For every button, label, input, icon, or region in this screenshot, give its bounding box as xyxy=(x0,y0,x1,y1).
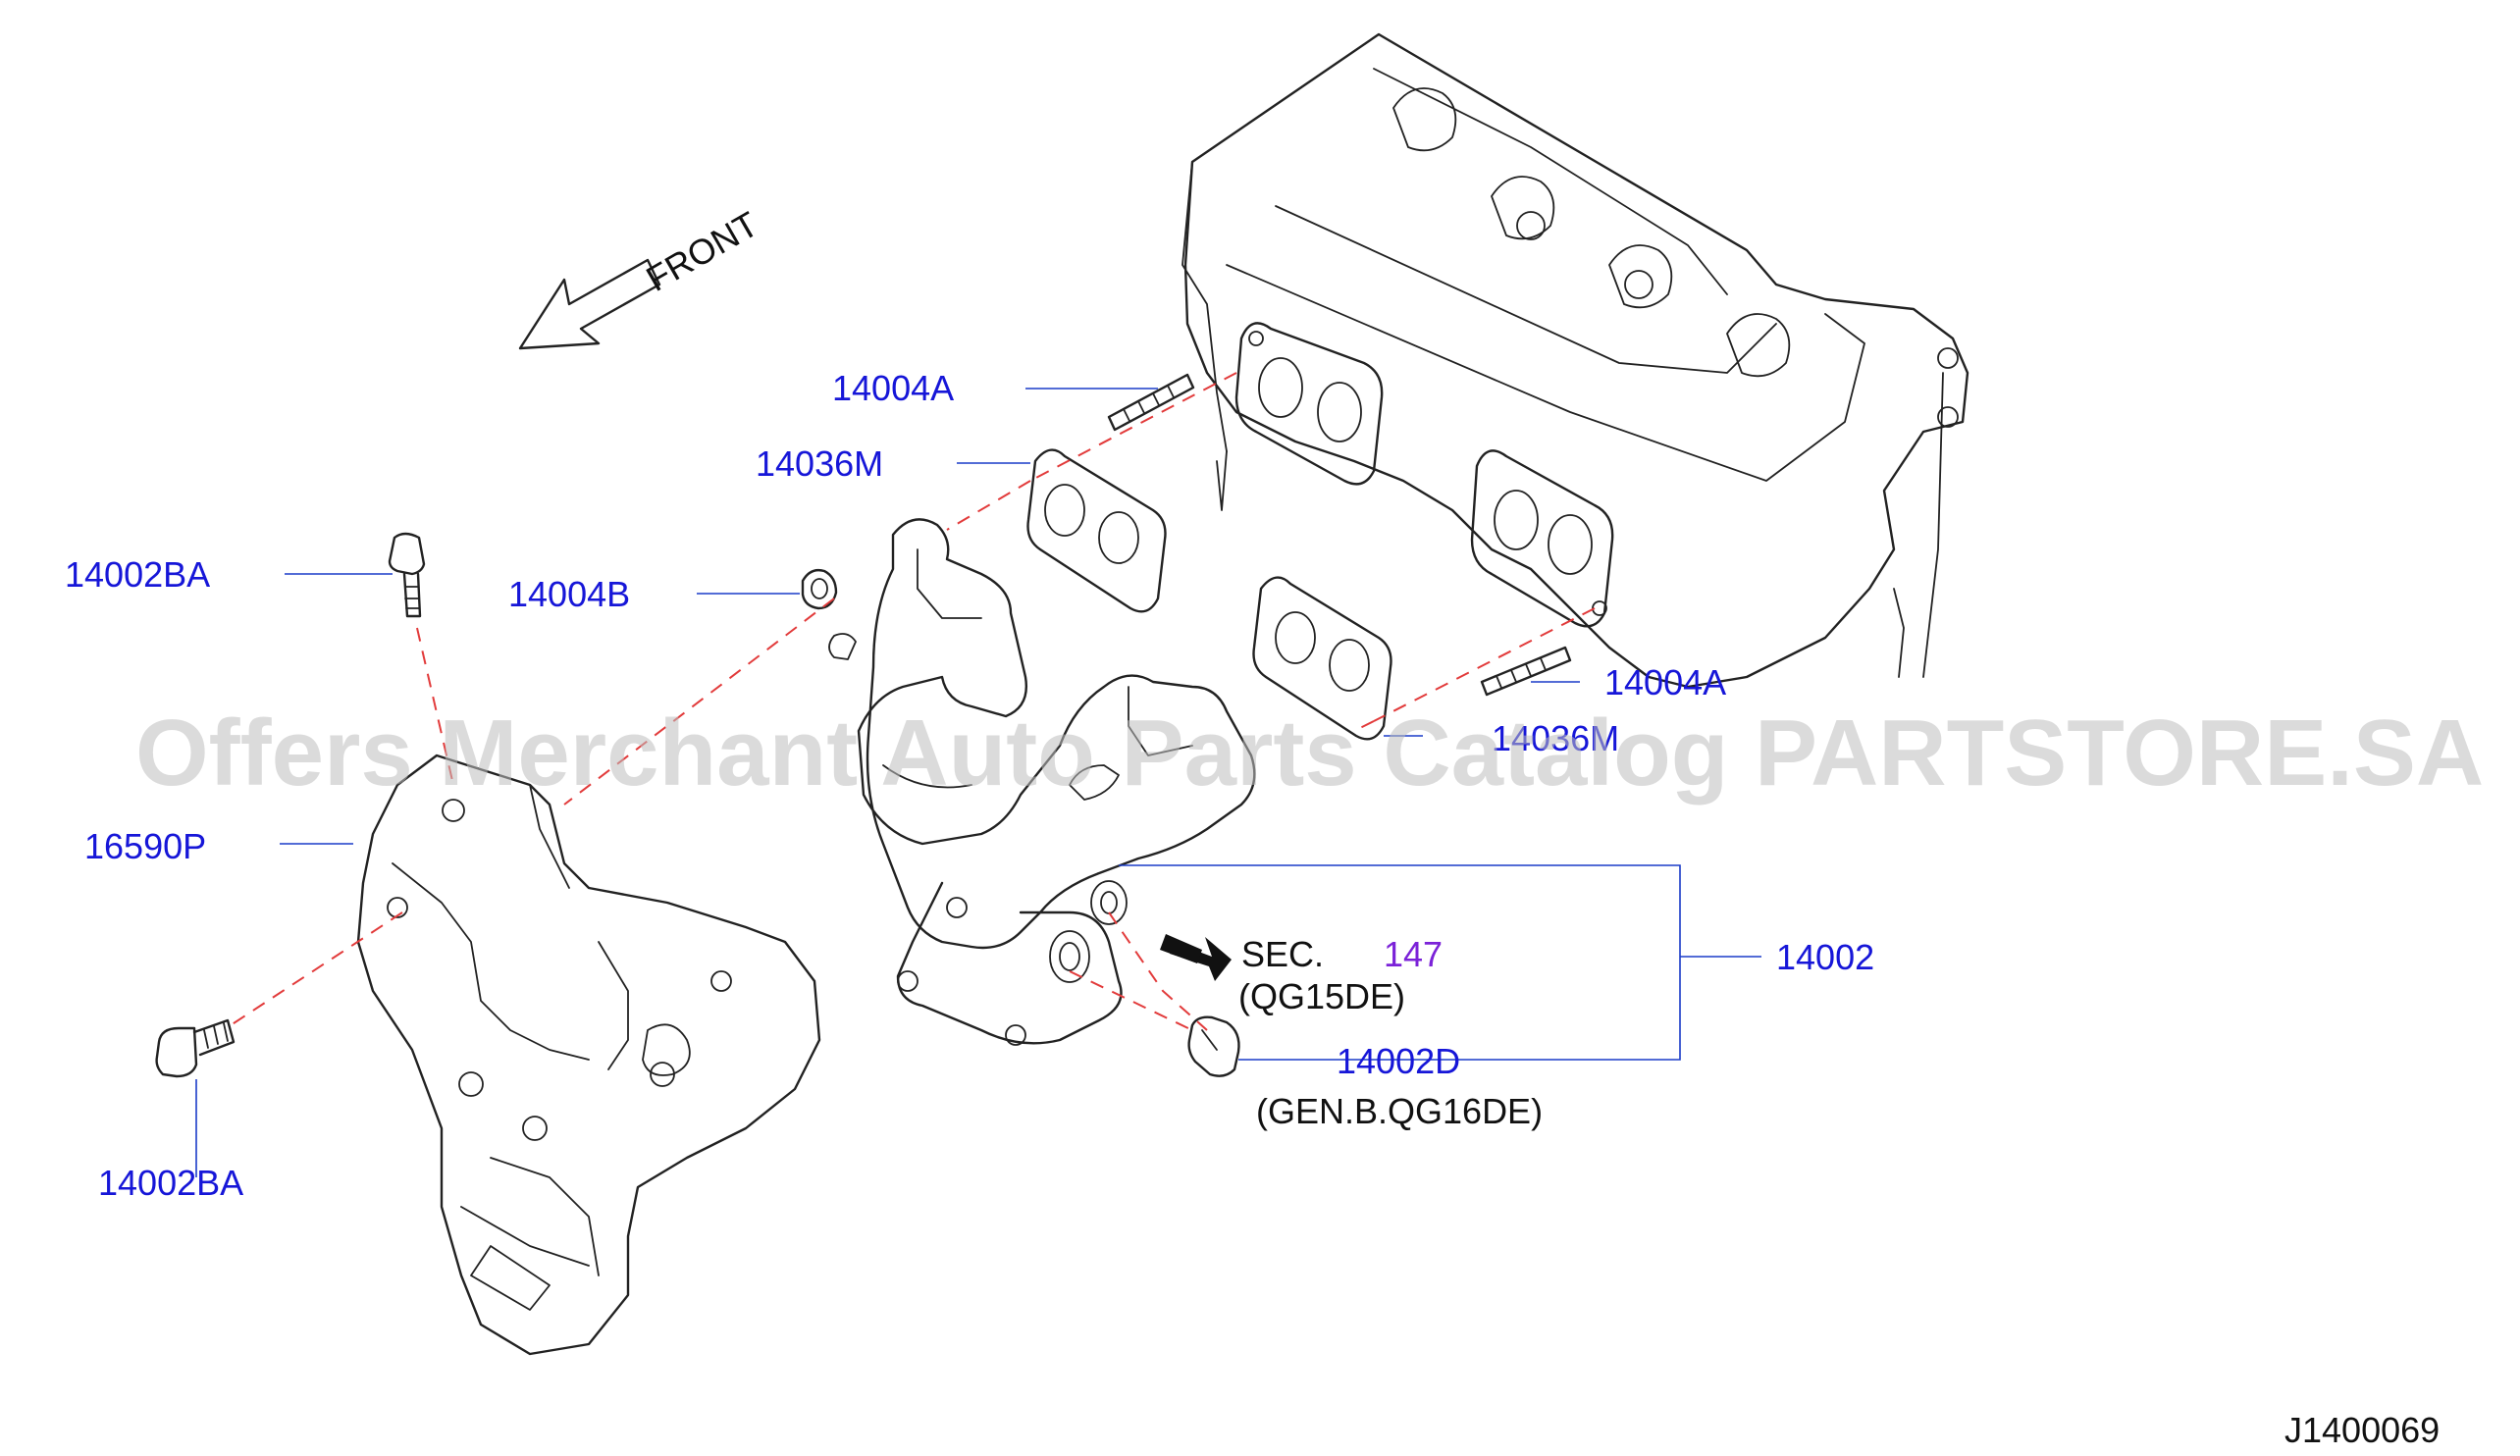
bolt-d-variant-note: (GEN.B.QG16DE) xyxy=(1256,1091,1543,1131)
alignment-guides xyxy=(230,372,1596,1031)
callout-manifold[interactable]: 14002 xyxy=(1776,937,1874,977)
bolt-14002d xyxy=(1187,1015,1240,1077)
callout-gasket-right[interactable]: 14036M xyxy=(1492,718,1619,758)
callout-bolt-d[interactable]: 14002D xyxy=(1337,1041,1460,1081)
heat-shield-16590p xyxy=(356,754,821,1356)
watermark-text: Offers Merchant Auto Parts Catalog PARTS… xyxy=(135,701,2484,806)
nut-14004b xyxy=(801,568,838,610)
section-variant-note: (QG15DE) xyxy=(1238,976,1405,1016)
callout-stud-top[interactable]: 14004A xyxy=(832,368,954,408)
callout-gasket-top[interactable]: 14036M xyxy=(756,443,883,484)
section-label: SEC. xyxy=(1241,934,1324,974)
callout-bolt-bottom[interactable]: 14002BA xyxy=(98,1163,243,1203)
callout-heat-shield[interactable]: 16590P xyxy=(84,826,206,866)
callout-stud-right[interactable]: 14004A xyxy=(1604,662,1726,702)
head-exhaust-port-flange-upper xyxy=(1234,322,1384,486)
bolt-14002ba-bottom xyxy=(155,1018,236,1078)
section-link-147[interactable]: 147 xyxy=(1384,934,1443,974)
stud-14004a-lower xyxy=(1480,646,1572,697)
head-exhaust-port-flange-lower xyxy=(1470,449,1614,628)
stud-14004a-upper xyxy=(1107,373,1195,432)
callout-nut[interactable]: 14004B xyxy=(508,574,630,614)
front-direction-arrow-icon xyxy=(518,258,661,350)
diagram-code: J1400069 xyxy=(2284,1410,2440,1450)
section-reference-arrow-icon xyxy=(1160,934,1232,981)
bolt-14002ba-top xyxy=(388,532,426,618)
gasket-14036m-lower xyxy=(1252,576,1392,741)
gasket-14036m-upper xyxy=(1026,448,1167,613)
leader-lines xyxy=(195,388,1761,1177)
exhaust-manifold-14002 xyxy=(828,518,1256,1046)
callout-bolt-top[interactable]: 14002BA xyxy=(65,554,210,595)
engine-cylinder-head xyxy=(1181,32,1969,689)
front-label: FRONT xyxy=(640,203,765,299)
